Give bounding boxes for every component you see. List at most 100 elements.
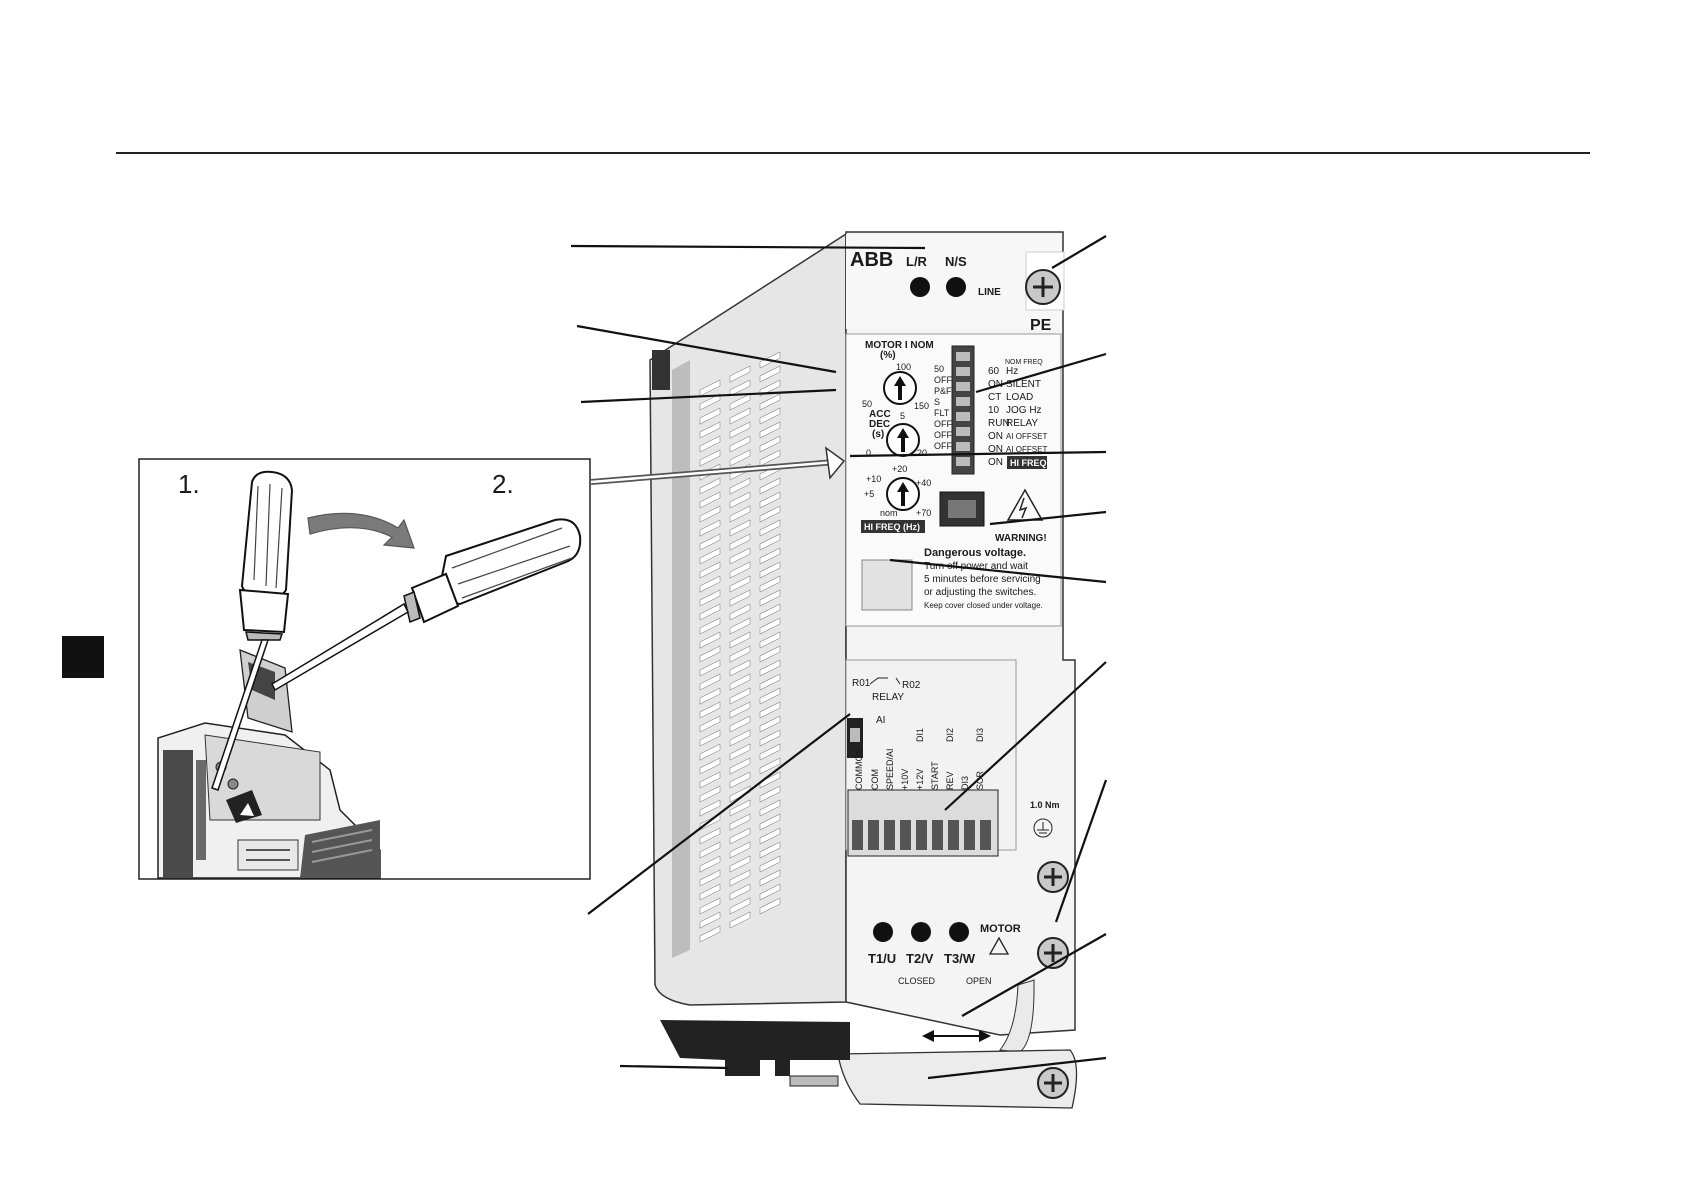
pot-motor-unit: (%)	[880, 350, 896, 361]
led-label-ns: N/S	[945, 254, 967, 269]
vent-slot	[699, 841, 721, 859]
motor-terminal-t3[interactable]	[949, 922, 969, 942]
vent-slot	[729, 659, 751, 677]
vent-slot	[759, 491, 781, 509]
dip-left-1: OFF	[934, 375, 952, 385]
dip-mid-0: 60	[988, 366, 1000, 377]
vent-slot	[699, 785, 721, 803]
vent-slot	[759, 771, 781, 789]
vent-slot	[699, 687, 721, 705]
vent-slot	[729, 547, 751, 565]
leader-emc-switch	[961, 933, 1107, 1017]
leader-lines	[570, 235, 1108, 1080]
terminal-label-4: +12V	[915, 769, 925, 790]
inset-illustration: 1. 2.	[138, 458, 591, 880]
terminal-label-6: REV	[945, 771, 955, 790]
vent-slot	[699, 869, 721, 887]
vent-slot	[699, 715, 721, 733]
clamp-bolt	[789, 1075, 839, 1087]
motor-terminal-label-t2: T2/V	[906, 951, 934, 966]
vent-slot	[699, 477, 721, 495]
vent-slot	[699, 505, 721, 523]
vent-slot	[699, 603, 721, 621]
vent-slot	[759, 533, 781, 551]
vent-slot	[759, 813, 781, 831]
vent-slot	[729, 715, 751, 733]
vent-slot	[759, 617, 781, 635]
dip-mid-3: 10	[988, 405, 1000, 416]
vent-slot	[699, 449, 721, 467]
dip-left-4: FLT	[934, 408, 950, 418]
vent-slot	[699, 519, 721, 537]
led-lr	[910, 277, 930, 297]
vent-slot	[729, 883, 751, 901]
vent-slot	[699, 701, 721, 719]
pot-motor-title: MOTOR I NOM	[865, 340, 934, 351]
terminal-label-8: SCR	[975, 770, 985, 790]
vent-slot	[729, 757, 751, 775]
ground-icon	[1033, 818, 1053, 838]
pot-acc-tick-20: 20	[917, 448, 927, 458]
vent-slot	[729, 603, 751, 621]
vent-slot	[729, 701, 751, 719]
vent-slot	[759, 645, 781, 663]
motor-terminal-t2[interactable]	[911, 922, 931, 942]
brand-logo: ABB	[850, 249, 893, 271]
vent-slot	[699, 645, 721, 663]
vent-slot	[759, 547, 781, 565]
vent-slot	[699, 617, 721, 635]
vent-slot	[729, 421, 751, 439]
vent-slot	[729, 645, 751, 663]
leader-led-2	[580, 388, 837, 404]
motor-terminal-t1[interactable]	[873, 922, 893, 942]
pot-hf-tick-70: +70	[916, 508, 931, 518]
dip-left-5: OFF	[934, 419, 952, 429]
terminal-label-5: START	[930, 761, 940, 790]
vent-slot	[729, 827, 751, 845]
vent-slot	[729, 771, 751, 789]
leader-cover	[889, 558, 1107, 584]
inset-pointer-arrow-icon	[825, 446, 846, 480]
pot-hf-tick-10: +10	[866, 474, 881, 484]
vent-slot	[699, 883, 721, 901]
motor-label: MOTOR	[980, 923, 1021, 935]
inset-device	[157, 648, 381, 879]
dip-right-3: LOAD	[1006, 392, 1033, 403]
vent-slot	[699, 435, 721, 453]
vent-slot	[699, 547, 721, 565]
vent-slot	[729, 841, 751, 859]
dip-right-0: NOM FREQ	[1005, 359, 1043, 366]
pot-acc-unit: (s)	[872, 429, 884, 440]
leader-ground-screw	[1054, 779, 1108, 923]
vent-slot	[699, 421, 721, 439]
vent-slot	[729, 477, 751, 495]
vent-slots	[672, 360, 690, 958]
vent-slot	[729, 449, 751, 467]
vent-slot	[759, 715, 781, 733]
vent-slot	[729, 869, 751, 887]
inset-step-2: 2.	[492, 469, 514, 499]
vent-slot	[759, 869, 781, 887]
vent-slot	[729, 491, 751, 509]
vent-slot	[759, 575, 781, 593]
dip-right-6: AI OFFSET	[1006, 432, 1047, 441]
vent-slot	[759, 897, 781, 915]
dip-left-6: OFF	[934, 430, 952, 440]
leader-din-clip	[619, 1064, 729, 1070]
vent-slot	[759, 743, 781, 761]
leader-led-1	[576, 324, 837, 374]
hi-freq-badge: HI FREQ (Hz)	[864, 522, 920, 532]
vent-slot	[759, 855, 781, 873]
vent-slot	[759, 589, 781, 607]
vent-slot	[699, 827, 721, 845]
clamp-plate	[837, 1049, 1078, 1109]
leader-potentiometer	[849, 450, 1107, 458]
vent-slot	[729, 533, 751, 551]
vent-slot	[759, 365, 781, 383]
vent-slot	[699, 925, 721, 943]
cover-latch[interactable]	[861, 559, 913, 611]
closed-label: CLOSED	[898, 976, 936, 986]
vent-slot	[759, 827, 781, 845]
screwdriver-vertical-icon	[211, 470, 294, 791]
